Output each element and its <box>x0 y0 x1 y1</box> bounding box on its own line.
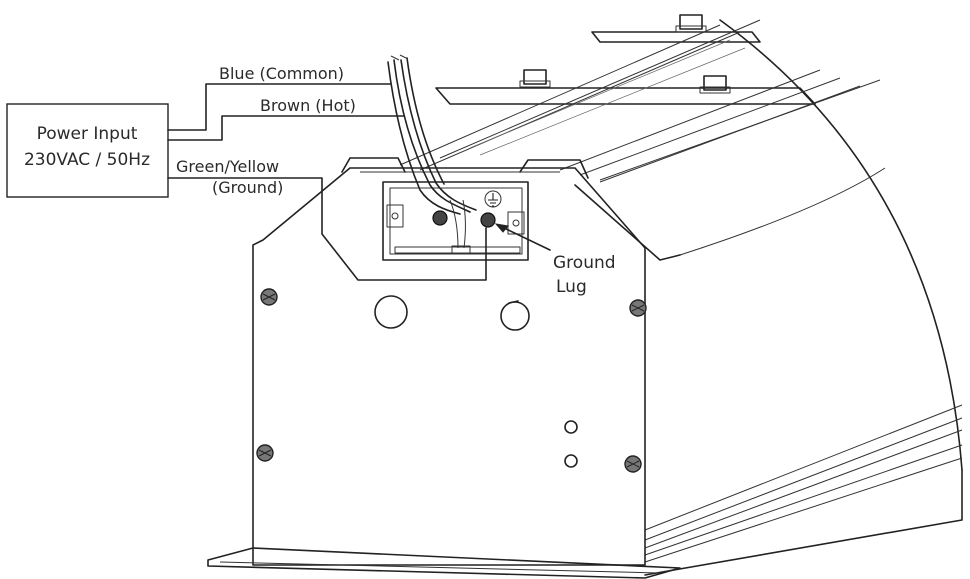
hex-nut-1 <box>675 14 707 33</box>
knockout-hole-left <box>374 295 408 329</box>
heater-housing <box>574 19 963 576</box>
brown-wire-line <box>167 115 405 141</box>
knockout-hole-right <box>500 301 530 331</box>
ground-symbol-icon <box>484 190 502 208</box>
ground-wire-label-2: (Ground) <box>212 178 283 197</box>
arrow-head-icon <box>494 223 509 233</box>
terminal-box <box>382 181 529 261</box>
blue-wire-label: Blue (Common) <box>219 64 344 83</box>
ground-lug-label: Ground <box>553 253 616 273</box>
power-input-label: Power Input <box>37 124 138 144</box>
wire-leaders <box>167 83 551 281</box>
screw-top-right <box>629 299 647 317</box>
screw-bottom-left <box>256 444 274 462</box>
ground-lug-label-2: Lug <box>556 277 587 297</box>
screw-bottom-right <box>624 455 642 473</box>
hex-nut-2 <box>519 69 551 88</box>
mounting-rails <box>399 14 861 183</box>
screw-top-left <box>260 288 278 306</box>
indicator-hole-bottom <box>564 454 578 468</box>
power-input-box <box>6 103 169 198</box>
brown-wire-label: Brown (Hot) <box>260 96 356 115</box>
terminal-screw <box>432 210 448 226</box>
power-input-spec: 230VAC / 50Hz <box>24 150 150 170</box>
blue-wire-line <box>167 83 391 131</box>
supply-wires <box>387 54 477 249</box>
ground-wire-label: Green/Yellow <box>176 157 279 176</box>
indicator-hole-top <box>564 420 578 434</box>
ground-lug-leader <box>499 225 551 251</box>
end-plate <box>207 157 681 579</box>
ground-wire-line <box>167 177 487 281</box>
ground-lug-screw <box>480 212 496 228</box>
hex-nut-3 <box>699 75 731 94</box>
